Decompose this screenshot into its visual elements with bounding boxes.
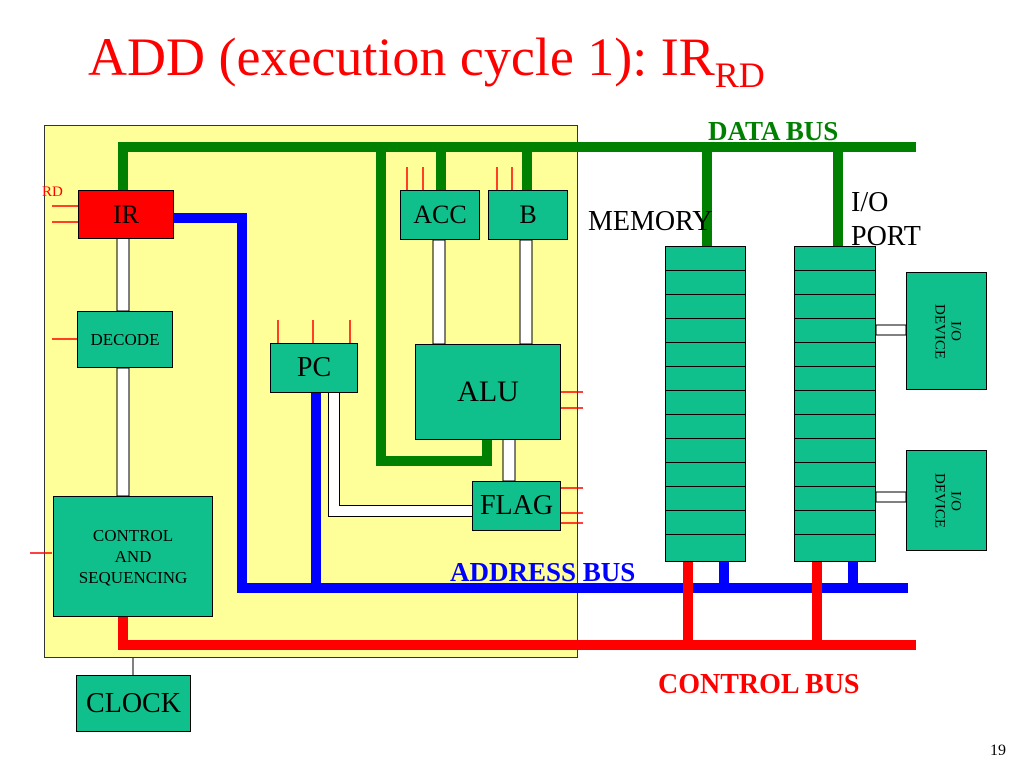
control-bus-label: CONTROL BUS xyxy=(658,669,860,700)
memory-cell xyxy=(666,439,745,463)
acc-alu-link xyxy=(432,239,446,345)
memory-label: MEMORY xyxy=(588,206,713,237)
io-port-block xyxy=(794,246,876,562)
io-device-2-line-1: I/O xyxy=(947,490,964,511)
control-line-3: SEQUENCING xyxy=(78,568,188,588)
rd-signal-label: RD xyxy=(42,184,63,200)
io-device-1-line-1: I/O xyxy=(947,321,964,341)
memory-cell xyxy=(666,367,745,391)
address-bus-lines xyxy=(169,213,908,593)
io-port-cell xyxy=(795,511,875,535)
memory-cell xyxy=(666,415,745,439)
memory-cell xyxy=(666,295,745,319)
io-port-label-line-1: I/O xyxy=(851,187,889,218)
b-register: B xyxy=(488,190,568,240)
b-alu-link xyxy=(519,239,533,345)
memory-cell xyxy=(666,391,745,415)
io-port-cell xyxy=(795,271,875,295)
control-signal-lines xyxy=(30,167,583,554)
io-device-1-line-2: DEVICE xyxy=(931,303,948,359)
ir-register: IR xyxy=(78,190,174,239)
ir-decode-link xyxy=(116,237,130,312)
title-main: ADD (execution cycle 1): IR xyxy=(88,27,715,87)
io-port-cell xyxy=(795,391,875,415)
io-port-cell xyxy=(795,295,875,319)
memory-cell xyxy=(666,463,745,487)
control-bus-lines xyxy=(118,557,916,650)
data-bus-lines xyxy=(118,142,916,466)
io-device-2-line-2: DEVICE xyxy=(931,473,948,528)
clock-block: CLOCK xyxy=(76,675,191,732)
decode-block: DECODE xyxy=(77,311,173,368)
decode-control-link xyxy=(116,367,130,497)
io-port-cell xyxy=(795,343,875,367)
io-port-cell xyxy=(795,463,875,487)
memory-cell xyxy=(666,511,745,535)
ioport-device2-link xyxy=(875,491,907,503)
io-port-cell xyxy=(795,247,875,271)
address-bus-label: ADDRESS BUS xyxy=(450,557,636,587)
io-port-cell xyxy=(795,439,875,463)
io-port-cell xyxy=(795,319,875,343)
io-port-cell xyxy=(795,415,875,439)
pc-flag-link xyxy=(329,392,472,516)
memory-cell xyxy=(666,271,745,295)
page-number: 19 xyxy=(990,742,1006,759)
internal-connections xyxy=(116,237,907,676)
flag-register: FLAG xyxy=(472,481,561,531)
control-and-sequencing-block: CONTROL AND SEQUENCING xyxy=(53,496,213,617)
ioport-device1-link xyxy=(875,324,907,336)
data-bus-label: DATA BUS xyxy=(708,116,839,146)
memory-cell xyxy=(666,487,745,511)
memory-cell xyxy=(666,319,745,343)
alu-flag-link xyxy=(502,438,516,482)
control-line-2: AND xyxy=(114,546,152,566)
title-subscript: RD xyxy=(714,55,765,95)
pc-register: PC xyxy=(270,343,358,393)
io-port-label: I/O PORT xyxy=(851,186,921,253)
alu-block: ALU xyxy=(415,344,561,440)
memory-block xyxy=(665,246,746,562)
memory-cell xyxy=(666,343,745,367)
page-title: ADD (execution cycle 1): IRRD xyxy=(88,27,765,96)
control-line-1: CONTROL xyxy=(92,525,174,545)
io-port-cell xyxy=(795,367,875,391)
acc-register: ACC xyxy=(400,190,480,240)
io-port-cell xyxy=(795,487,875,511)
memory-cell xyxy=(666,247,745,271)
